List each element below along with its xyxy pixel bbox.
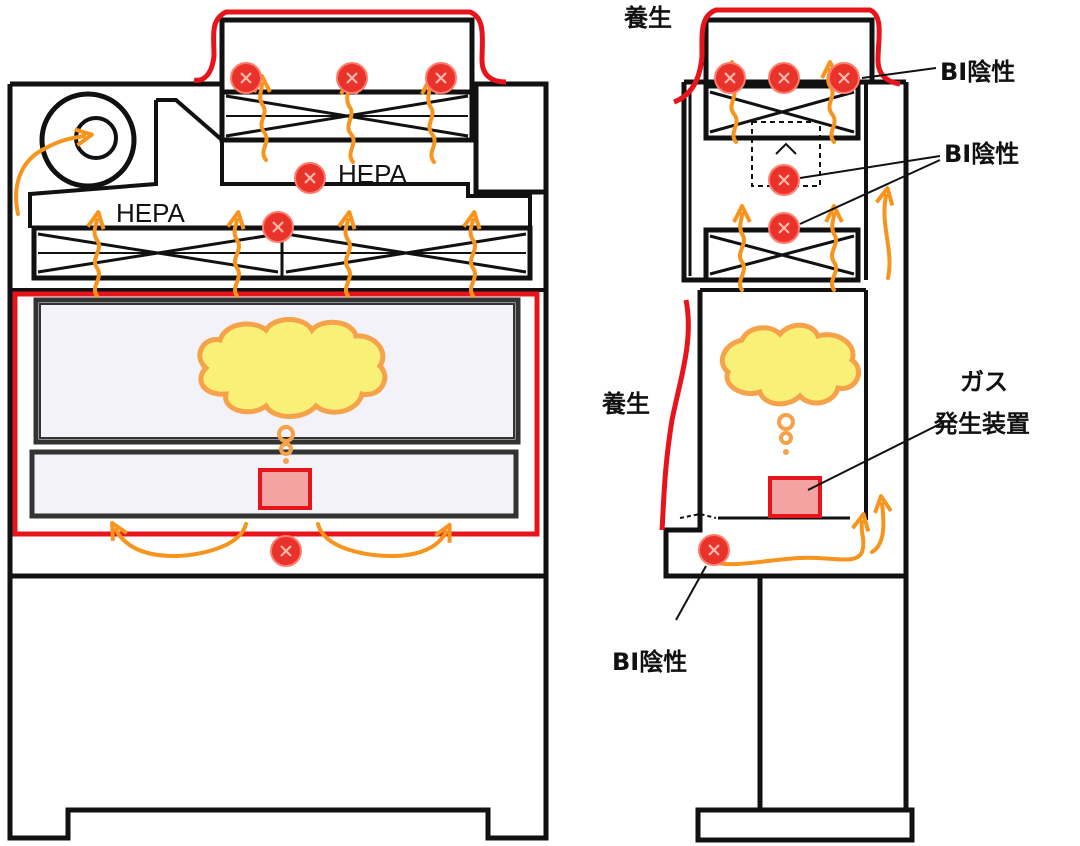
bi-indicator-front-2	[335, 61, 369, 95]
gas-device-label-1: ガス	[960, 368, 1008, 396]
gas-cloud-icon-side	[719, 322, 861, 407]
curing-label-side: 養生	[602, 390, 650, 418]
side-view	[663, 17, 915, 843]
front-sealing-tape	[12, 291, 540, 537]
bi-indicator-side-2	[767, 61, 801, 95]
bi-indicator-front-4	[293, 161, 327, 195]
bi-negative-label-2: BI陰性	[944, 140, 1019, 168]
curing-label-top: 養生	[624, 4, 672, 32]
bi-indicator-side-1	[713, 61, 747, 95]
side-duct-sealing	[673, 7, 901, 105]
bi-indicator-front-3	[424, 61, 458, 95]
gas-generator-device-side	[768, 476, 822, 518]
side-sealing-tape	[659, 299, 691, 531]
bi-indicator-side-6	[697, 533, 731, 567]
hepa-label-upper: HEPA	[338, 159, 408, 189]
bi-indicator-side-4	[767, 163, 801, 197]
bi-indicator-front-5	[261, 210, 295, 244]
leader-lines	[675, 67, 945, 621]
gas-device-label-2: 発生装置	[933, 410, 1030, 438]
bi-indicator-side-5	[767, 211, 801, 245]
front-airflow	[14, 74, 482, 559]
bi-indicator-front-6	[269, 534, 303, 568]
bi-indicator-side-3	[827, 61, 861, 95]
hepa-label-lower: HEPA	[116, 198, 186, 228]
front-cabinet-body	[7, 81, 549, 841]
gas-generator-device	[258, 468, 312, 510]
blower-fan-icon	[39, 91, 137, 189]
bi-indicator-front-1	[229, 61, 263, 95]
bi-negative-label-3: BI陰性	[612, 648, 687, 676]
bi-negative-label-1: BI陰性	[940, 58, 1015, 86]
gas-cloud-icon	[197, 317, 388, 419]
front-duct-sealing	[193, 9, 507, 85]
